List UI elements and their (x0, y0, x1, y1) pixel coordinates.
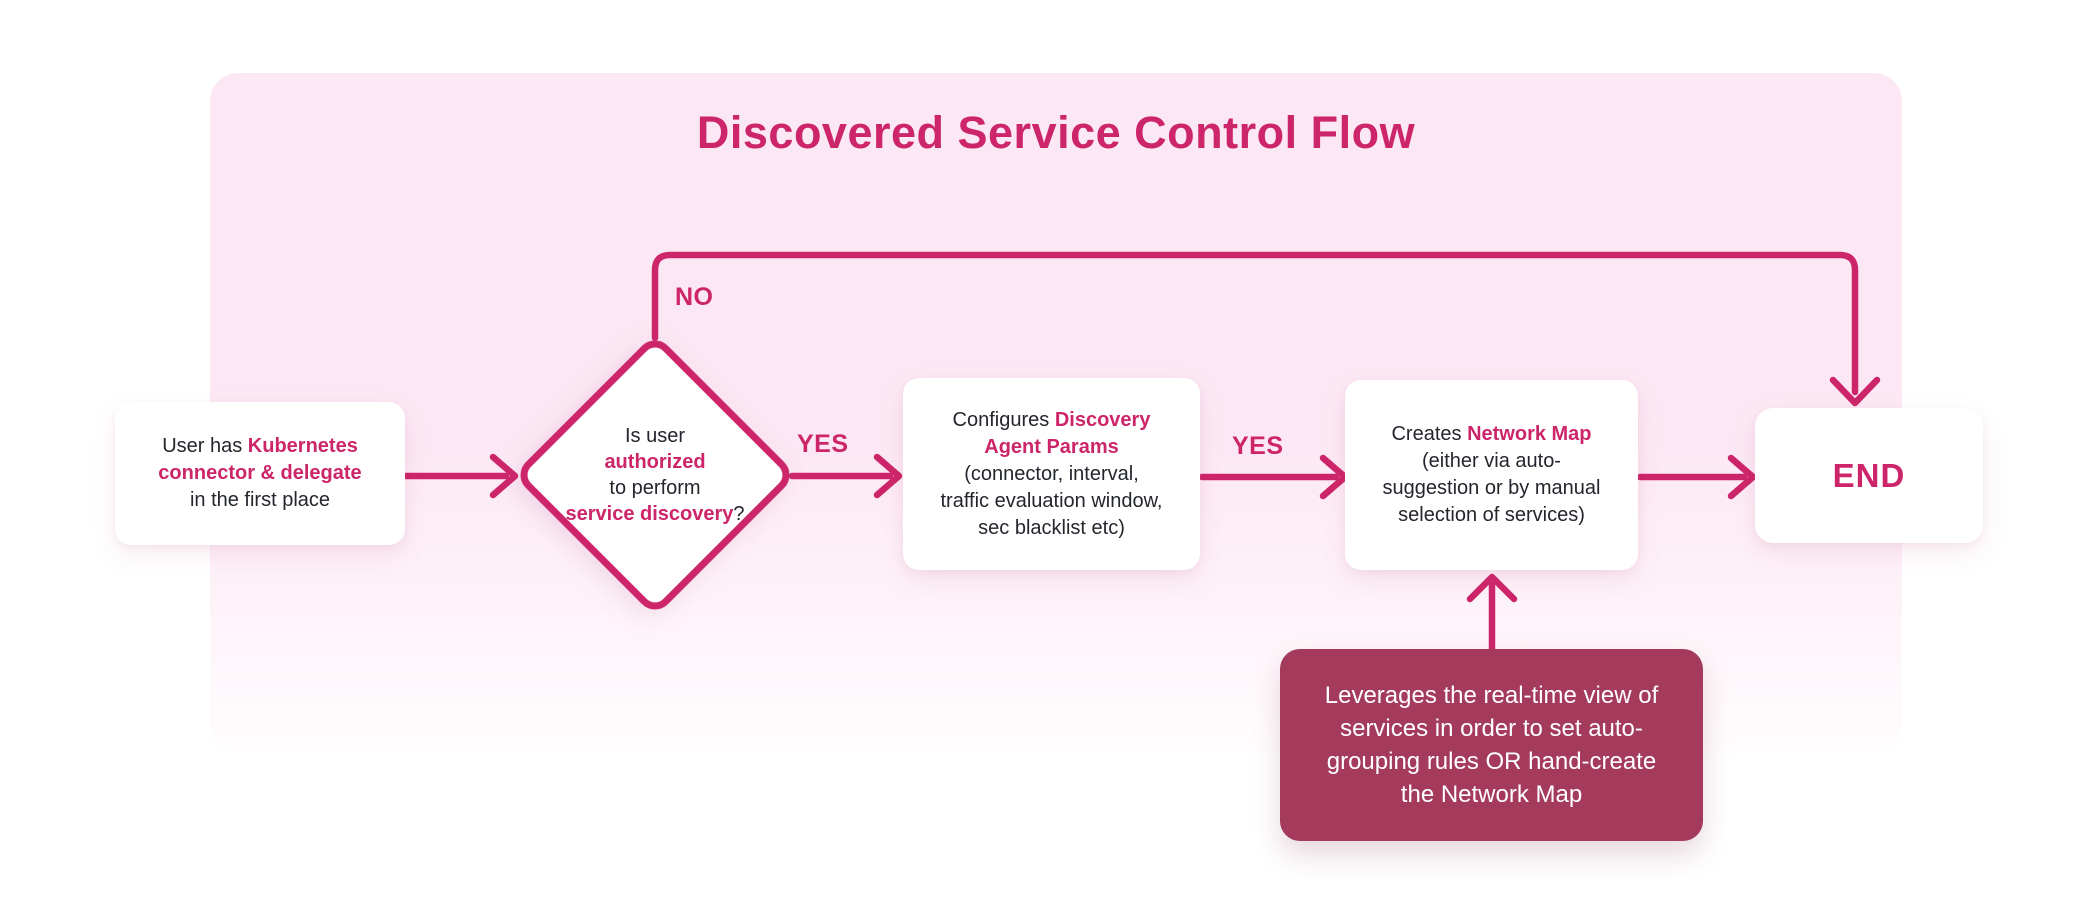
node-end: END (1755, 408, 1983, 543)
diagram-title: Discovered Service Control Flow (696, 107, 1416, 158)
end-label: END (1832, 457, 1906, 494)
label-yes-2: YES (1232, 432, 1284, 460)
label-yes-1: YES (797, 430, 849, 458)
node-create-network-map: Creates Network Map(either via auto-sugg… (1345, 380, 1638, 570)
label-no: NO (675, 283, 714, 311)
